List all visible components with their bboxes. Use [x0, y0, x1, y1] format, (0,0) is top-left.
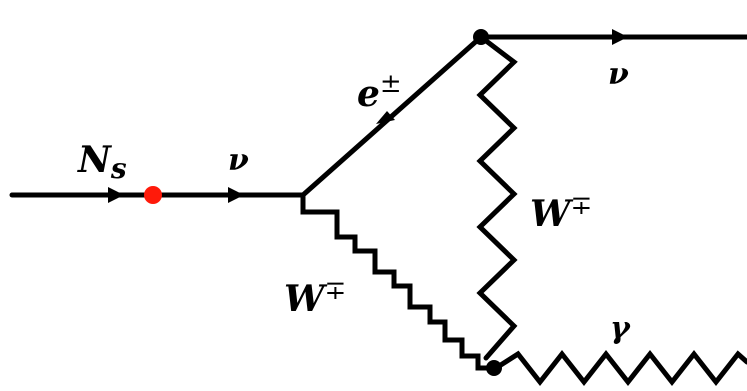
- nu-incoming-label: ν: [228, 143, 249, 178]
- w-right-label: W∓: [530, 191, 592, 235]
- ns-arrow: [108, 187, 124, 203]
- nu-outgoing-label: ν: [608, 57, 629, 92]
- w-boson-right: [476, 34, 518, 361]
- mixing-dot: [144, 186, 162, 204]
- lepton-line: [300, 34, 484, 198]
- nu-incoming-arrow: [228, 187, 244, 203]
- ns-label: Ns: [77, 139, 127, 185]
- nu-outgoing-arrow: [612, 29, 628, 45]
- photon-line: [493, 349, 747, 387]
- lepton-label: e±: [357, 69, 402, 115]
- w-boson-left: [300, 192, 499, 371]
- w-left-label: W∓: [284, 276, 346, 320]
- photon-label: γ: [610, 311, 631, 346]
- bottom-vertex: [486, 360, 502, 376]
- lepton-arrow: [376, 111, 395, 124]
